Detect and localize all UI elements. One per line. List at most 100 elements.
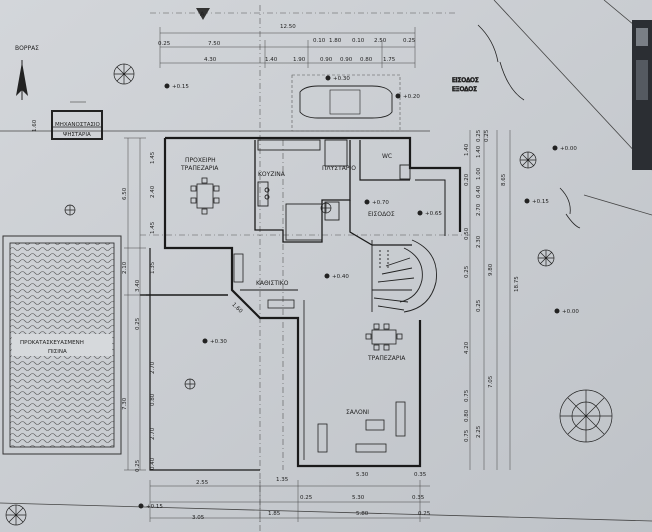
parking-area (291, 74, 401, 132)
level-7: +0.30 (210, 339, 227, 345)
dim-bottom-b: 1.35 (276, 477, 289, 483)
level-11: +0.00 (562, 309, 579, 315)
room-labels: ΠΡΟΧΕΙΡΗ ΤΡΑΠΕΖΑΡΙΑ ΚΟΥΖΙΝΑ ΠΛΥΣΤΑΡΙΟ WC… (180, 153, 406, 416)
top-dimensions: 12.50 0.25 7.50 0.10 1.80 0.10 2.50 0.25… (158, 24, 416, 68)
laundry-label: ΠΛΥΣΤΑΡΙΟ (322, 165, 356, 172)
trees (5, 63, 613, 526)
breakfast-label-2: ΤΡΑΠΕΖΑΡΙΑ (180, 165, 219, 172)
level-markers: +0.15 +0.30 +0.20 +0.70 +0.65 +0.40 +0.3… (138, 75, 579, 510)
living-label: ΣΑΛΟΝΙ (346, 409, 369, 416)
pergola-label: ΨΗΣΤΑΡΙΑ (63, 132, 91, 138)
tree-icon-5 (5, 504, 27, 526)
dim-right-b: 1.40 (464, 143, 470, 156)
dim-left-i: 0.25 (135, 317, 141, 330)
dim-top-d: 1.80 (329, 38, 342, 44)
level-2: +0.30 (333, 76, 350, 82)
tree-icon-3 (537, 249, 555, 267)
car-icon (299, 85, 393, 119)
dim-top-c: 0.10 (313, 38, 326, 44)
dim-left-b: 1.45 (150, 151, 156, 164)
right-dimensions: 0.25 1.40 1.40 0.25 0.20 1.00 0.40 2.70 … (464, 129, 520, 470)
plant-icon-1 (64, 204, 76, 216)
left-dimensions: 1.45 2.40 1.45 6.50 1.35 3.40 2.10 0.25 … (122, 137, 156, 472)
level-9: +0.00 (560, 146, 577, 152)
dim-top-i: 1.40 (265, 57, 278, 63)
dim-right-q: 2.25 (476, 425, 482, 438)
level-8: +0.15 (146, 504, 163, 510)
swimming-pool: ΠΡΟΚΑΤΑΣΚΕΥΑΣΜΕΝΗ ΠΙΣΙΝΑ (2, 235, 122, 455)
dim-top-e: 0.10 (352, 38, 365, 44)
entry-gate: ΕΙΣΟΔΟΣ ΕΞΟΔΟΣ (452, 24, 525, 101)
dim-right-l: 0.25 (476, 299, 482, 312)
dim-right-o: 0.80 (464, 409, 470, 422)
dim-right-n: 0.75 (464, 389, 470, 402)
pool-label-1: ΠΡΟΚΑΤΑΣΚΕΥΑΣΜΕΝΗ (20, 340, 84, 346)
dim-left-e: 6.50 (122, 187, 128, 200)
north-label: ΒΟΡΡΑΣ (15, 45, 39, 52)
plant-icon-3 (320, 202, 332, 214)
dim-left-k: 0.80 (150, 393, 156, 406)
section-marker: A (196, 8, 210, 20)
dim-left-f: 1.35 (150, 261, 156, 274)
bottom-dimensions: 2.55 1.35 5.30 0.35 0.25 5.30 0.35 3.05 … (149, 302, 431, 522)
wc-label: WC (382, 153, 392, 160)
dim-right-d: 0.25 (484, 129, 490, 142)
dim-bottom-h: 3.05 (192, 515, 205, 521)
dim-bottom-j: 5.80 (356, 511, 369, 517)
side-gate (559, 187, 581, 229)
sitting-label: ΚΑΘΙΣΤΙΚΟ (256, 280, 289, 287)
section-marker-label: A (200, 10, 205, 18)
dim-bottom-c: 5.30 (356, 472, 369, 478)
dim-left-h: 2.10 (122, 261, 128, 274)
dim-right-u: 18.75 (514, 276, 520, 292)
dining-table (365, 323, 403, 351)
tree-icon-2 (519, 151, 537, 169)
dim-right-r: 7.05 (488, 375, 494, 388)
dim-top-m: 0.80 (360, 57, 373, 63)
dim-left-m: 2.70 (150, 427, 156, 440)
dim-left-j: 2.70 (150, 361, 156, 374)
dim-right-p: 0.75 (464, 429, 470, 442)
dim-left-g: 3.40 (135, 279, 141, 292)
breakfast-label-1: ΠΡΟΧΕΙΡΗ (185, 157, 216, 164)
level-1: +0.15 (172, 84, 189, 90)
level-3: +0.20 (403, 94, 420, 100)
dim-bottom-d: 0.35 (414, 472, 427, 478)
dim-top-h: 4.30 (204, 57, 217, 63)
dim-bottom-g: 0.35 (412, 495, 425, 501)
dim-right-c: 1.40 (476, 145, 482, 158)
dim-top-n: 1.75 (383, 57, 396, 63)
machine-room-label: ΜΗΧΑΝΟΣΤΑΣΙΟ (55, 122, 101, 128)
plant-icon-2 (184, 378, 196, 390)
dim-top-l: 0.90 (340, 57, 353, 63)
dim-right-a: 0.25 (476, 129, 482, 142)
machine-room: ΜΗΧΑΝΟΣΤΑΣΙΟ ΨΗΣΤΑΡΙΑ 1.60 (32, 101, 103, 140)
dim-right-m: 4.20 (464, 341, 470, 354)
dim-right-g: 0.40 (476, 185, 482, 198)
dim-left-o: 0.25 (135, 459, 141, 472)
dim-top-f: 2.50 (374, 38, 387, 44)
level-4: +0.70 (372, 200, 389, 206)
dim-top-g: 0.25 (403, 38, 416, 44)
dim-bottom-e: 0.25 (300, 495, 313, 501)
grid-axes (140, 5, 470, 532)
spiral-staircase (371, 239, 437, 313)
dim-bottom-i: 1.85 (268, 511, 281, 517)
dim-top-b: 7.50 (208, 41, 221, 47)
north-arrow: ΒΟΡΡΑΣ (15, 45, 39, 100)
dim-bottom-a: 2.55 (196, 480, 209, 486)
dim-right-j: 2.30 (476, 235, 482, 248)
level-10: +0.15 (532, 199, 549, 205)
dim-right-e: 0.20 (464, 173, 470, 186)
stair-handrail (379, 250, 389, 268)
pool-label-2: ΠΙΣΙΝΑ (48, 349, 67, 355)
tree-icon-1 (113, 63, 135, 85)
dining-label: ΤΡΑΠΕΖΑΡΙΑ (367, 355, 406, 362)
dim-left-l: 7.30 (122, 397, 128, 410)
dim-left-c: 2.40 (150, 185, 156, 198)
dim-top-j: 1.90 (293, 57, 306, 63)
gate-label-1: ΕΙΣΟΔΟΣ (452, 77, 479, 84)
tree-icon-4 (559, 389, 613, 443)
dim-right-h: 2.70 (476, 203, 482, 216)
